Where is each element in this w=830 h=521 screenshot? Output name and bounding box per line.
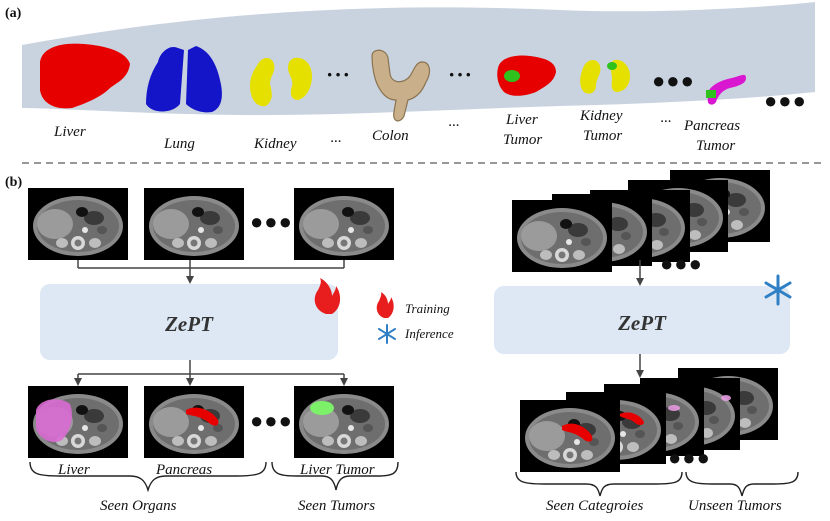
ellipsis-stack-output-dots: ●●● [668,445,711,470]
ct-output-pancreas [144,386,244,458]
zept-box-left [40,284,338,360]
legend-training: Training [405,301,450,316]
ct-input-3 [294,188,394,260]
fire-icon [314,278,341,314]
label-kidney-tumor-line2: Tumor [583,128,622,144]
brace-seen-organs [29,461,267,493]
brace-unseen-tumors [685,471,799,497]
ct-input-2 [144,188,244,260]
legend-fire-icon [376,292,394,318]
out-label-pancreas: Pancreas [155,462,212,478]
label-liver-tumor-line2: Tumor [503,132,542,148]
organ-band [22,2,815,116]
merge-arrows [77,260,345,284]
legend-inference: Inference [404,326,454,341]
liver-tumor-3d-icon [497,55,556,96]
panel-a-tag: (a) [5,6,22,21]
zept-title-right: ZePT [617,311,667,335]
panel-b-tag: (b) [5,175,22,190]
zept-box-right [494,286,790,354]
group-seen-categories: Seen Categroies [546,498,644,514]
label-pancreas-tumor-line2: Tumor [696,138,735,154]
split-arrows [74,360,348,386]
ct-output-liver-tumor [294,386,394,458]
liver-tumor-mask [310,401,334,415]
group-seen-tumors: Seen Tumors [298,498,375,514]
zept-title-left: ZePT [164,312,214,336]
snowflake-icon [764,274,792,306]
out-label-liver: Liver [57,462,90,478]
group-unseen-tumors: Unseen Tumors [688,498,782,514]
ct-input-stack [512,170,770,272]
group-seen-organs: Seen Organs [100,498,177,514]
label-liver: Liver [53,124,86,140]
label-kidney-tumor-line1: Kidney [579,108,623,124]
ellipsis-b-output-dots: ●●● [250,408,293,433]
lung-3d-icon [146,46,222,113]
ellipsis-a4-dots: ●●● [764,88,807,113]
label-colon: Colon [372,128,409,144]
ellipsis-label-1: ··· [330,134,341,150]
label-pancreas-tumor-line1: Pancreas [683,118,740,134]
pancreas-mask [186,407,219,426]
ellipsis-a3-dots: ●●● [652,68,695,93]
kidney-tumor-3d-icon [580,59,630,94]
ct-output-stack [520,368,778,472]
colon-3d-icon [371,49,431,122]
ct-input-1 [28,188,128,260]
liver-3d-icon [40,43,130,109]
ellipsis-label-3: ··· [660,114,671,130]
brace-seen-tumors [271,461,399,491]
brace-seen-categories [515,471,683,497]
label-liver-tumor-line1: Liver [505,112,538,128]
liver-mask [36,399,72,443]
pancreas-tumor-3d-icon [706,74,746,105]
ellipsis-label-2: ··· [448,118,459,134]
kidney-3d-icon [250,57,312,107]
ellipsis-a1: ··· [326,62,351,87]
label-kidney: Kidney [253,136,297,152]
ellipsis-b-input-dots: ●●● [250,209,293,234]
ellipsis-stack-input-dots: ●●● [660,251,703,276]
out-label-liver-tumor: Liver Tumor [299,462,375,478]
ellipsis-a2: ··· [448,62,473,87]
legend-snowflake-icon [378,324,396,344]
label-lung: Lung [163,136,195,152]
